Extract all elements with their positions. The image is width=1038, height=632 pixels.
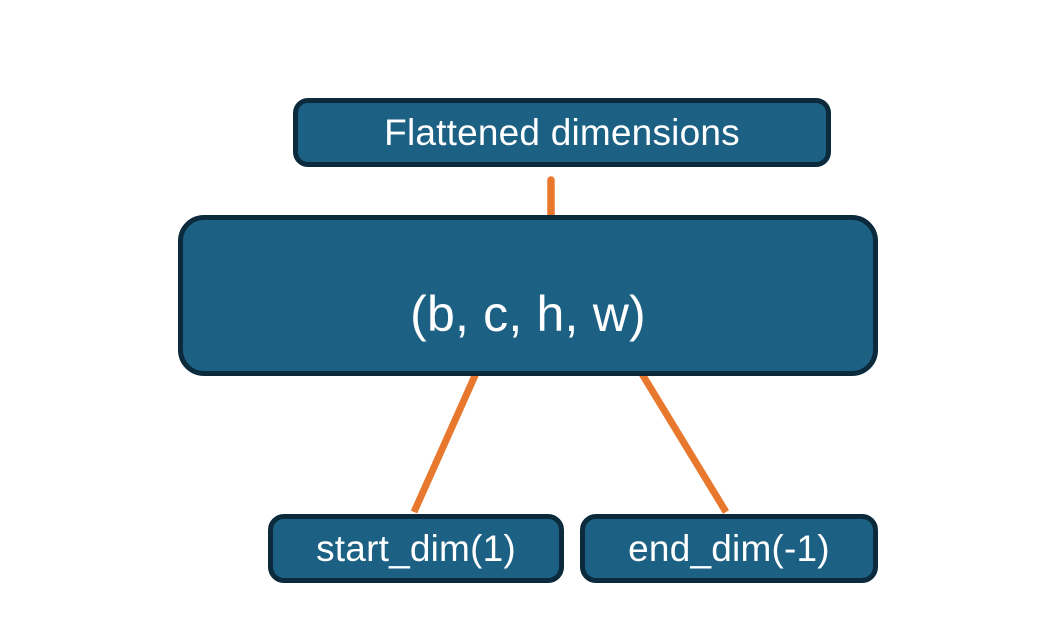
- end-dim-label: end_dim(-1): [628, 527, 830, 569]
- start-dim-label: start_dim(1): [316, 527, 516, 569]
- tensor-shape-box: (b, c, h, w): [178, 215, 878, 376]
- end-dim-box: end_dim(-1): [580, 514, 878, 583]
- flattened-dimensions-label: Flattened dimensions: [384, 111, 740, 153]
- flattened-dimensions-box: Flattened dimensions: [293, 98, 831, 167]
- start-dim-box: start_dim(1): [268, 514, 564, 583]
- tensor-shape-label: (b, c, h, w): [410, 285, 646, 342]
